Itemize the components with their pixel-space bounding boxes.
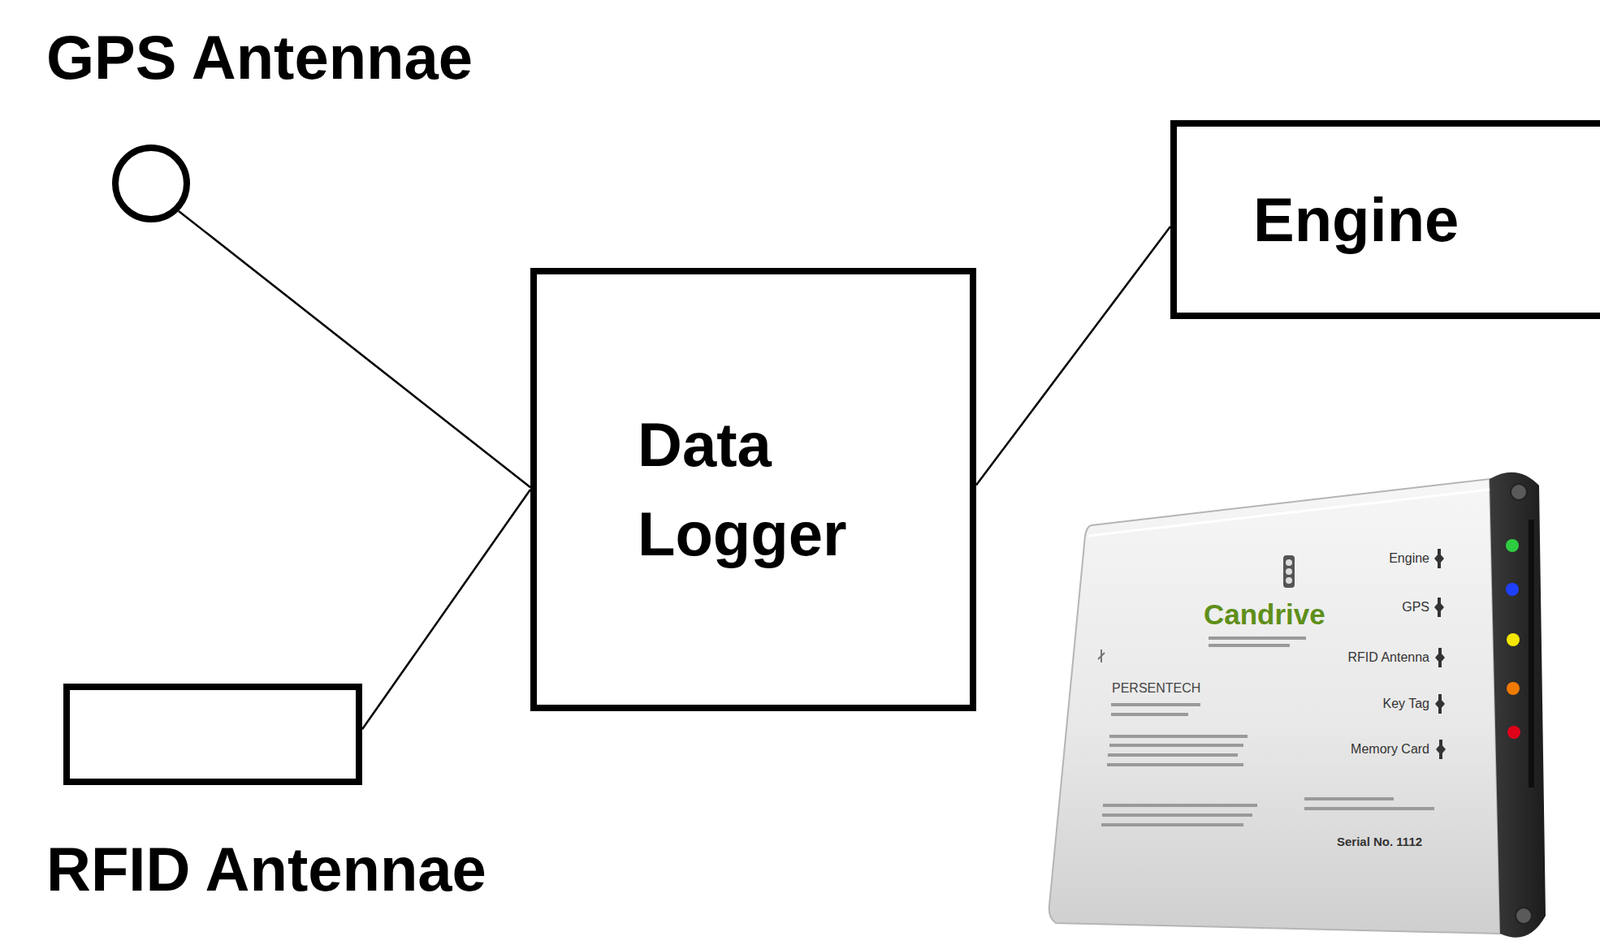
- connector-line: [178, 211, 531, 488]
- node-heading: RFID Antennae: [46, 832, 487, 907]
- connector-line: [362, 489, 531, 730]
- port-label: Key Tag: [1382, 696, 1430, 713]
- status-leds: [1505, 539, 1521, 740]
- maker-name: PERSENTECH: [1111, 680, 1201, 697]
- port-label: Engine: [1388, 550, 1430, 567]
- device-body: [1049, 472, 1546, 939]
- data-logger-box: Data Logger: [530, 268, 977, 712]
- rfid-antenna-box: RFID Antennae: [63, 683, 363, 786]
- engine-box: Engine: [1170, 120, 1600, 320]
- brand-name: Candrive: [1203, 596, 1326, 633]
- node-heading: GPS Antennae: [46, 20, 473, 95]
- port-label: Memory Card: [1350, 741, 1430, 758]
- port-label: RFID Antenna: [1348, 649, 1431, 666]
- node-label: Data Logger: [637, 400, 882, 580]
- port-label: GPS: [1401, 599, 1430, 616]
- port-arrows: [1434, 549, 1446, 760]
- fine-print: [1098, 636, 1435, 827]
- traffic-light-icon: [1283, 555, 1295, 589]
- connector-line: [976, 226, 1171, 485]
- serial-number: Serial No. 1112: [1336, 834, 1423, 851]
- gps-antenna-circle: GPS Antennae: [112, 144, 191, 223]
- node-label: Engine: [1253, 182, 1459, 257]
